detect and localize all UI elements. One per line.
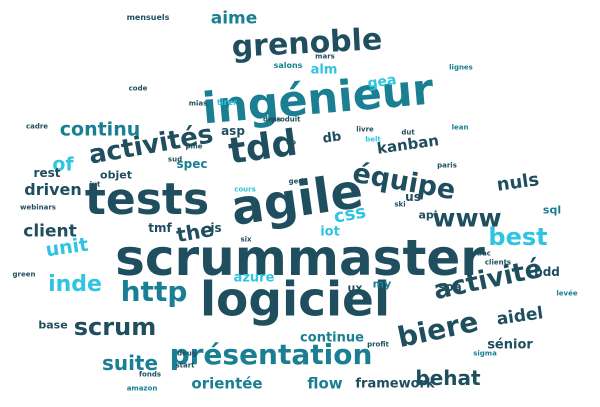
word-client: client (23, 221, 77, 242)
word-my: my (372, 277, 392, 291)
word-tests: tests (84, 174, 210, 225)
word-bac: bac (477, 249, 491, 258)
word-inde: inde (48, 272, 102, 297)
word-spec: spec (176, 157, 208, 171)
word-webinars: webinars (20, 203, 56, 212)
word-ski: ski (394, 200, 406, 209)
word-biere: biere (394, 304, 482, 355)
word-clients: clients (484, 258, 512, 267)
word-framework: framework (355, 376, 435, 392)
word-scrummaster: scrummaster (115, 229, 485, 287)
word-salons: salons (273, 61, 303, 70)
word-sénior: sénior (487, 337, 533, 353)
word-dess: dess (262, 115, 282, 124)
word-grenoble: grenoble (230, 22, 384, 65)
word-nuls: nuls (495, 169, 541, 196)
word-soa: soa (438, 280, 462, 294)
word-db: db (321, 129, 343, 147)
word-ged: ged (288, 177, 304, 186)
word-kanban: kanban (375, 131, 441, 158)
word-logiciel: logiciel (199, 272, 391, 328)
word-belt: belt (365, 135, 381, 144)
word-sql: sql (542, 203, 562, 217)
word-behat: behat (415, 366, 481, 390)
word-http: http (120, 275, 188, 308)
word-www: www (432, 203, 502, 233)
word-driven: driven (24, 180, 82, 199)
word-objet: objet (100, 168, 132, 182)
word-pme: pme (185, 142, 203, 151)
word-produit: produit (271, 115, 301, 124)
word-profit: profit (367, 340, 389, 349)
word-orientée: orientée (191, 374, 263, 393)
word-sud: sud (167, 155, 183, 164)
word-css: css (332, 201, 368, 228)
word-alm: alm (310, 62, 338, 78)
word-base: base (38, 318, 68, 332)
word-continue: continue (300, 330, 364, 346)
word-js: js (210, 221, 222, 235)
word-up: up (286, 138, 296, 147)
word-mensuels: mensuels (126, 13, 170, 22)
word-deug: deug (177, 349, 197, 358)
word-asp: asp (221, 124, 245, 138)
word-fonds: fonds (138, 370, 162, 379)
word-sigma: sigma (473, 349, 497, 358)
word-api: api (418, 208, 438, 222)
word-bdd: bdd (534, 265, 560, 279)
word-rest: rest (33, 166, 61, 180)
word-flow: flow (307, 374, 343, 393)
word-six: six (240, 235, 252, 244)
word-paris: paris (437, 161, 457, 170)
word-code: code (128, 84, 148, 93)
word-iut: iut (89, 180, 101, 189)
word-azure: azure (233, 270, 275, 286)
word-lean: lean (451, 123, 469, 132)
word-green: green (12, 270, 36, 279)
word-best: best (488, 223, 548, 251)
word-aime: aime (210, 8, 258, 29)
word-suite: suite (101, 351, 159, 375)
word-amazon: amazon (126, 384, 158, 393)
word-the: the (174, 216, 216, 248)
word-gea: gea (366, 72, 398, 92)
word-livre: livre (356, 125, 374, 134)
word-continu: continu (59, 118, 141, 141)
word-tmf: tmf (148, 221, 172, 235)
word-cours: cours (234, 185, 256, 194)
word-scrum: scrum (73, 313, 157, 341)
word-mars: mars (315, 52, 335, 61)
word-aidel: aidel (495, 303, 545, 330)
word-levée: levée (556, 289, 578, 298)
word-iot: iot (320, 224, 340, 240)
word-mias: mias (188, 99, 208, 108)
word-us: us (405, 190, 421, 204)
word-lignes: lignes (449, 63, 473, 72)
word-présentation: présentation (169, 338, 373, 371)
word-of: of (52, 153, 74, 176)
word-cadre: cadre (25, 122, 49, 131)
word-ux: ux (347, 281, 363, 295)
word-tirer: tirer (217, 98, 237, 107)
word-dut: dut (401, 128, 415, 137)
word-start: start (175, 361, 195, 370)
